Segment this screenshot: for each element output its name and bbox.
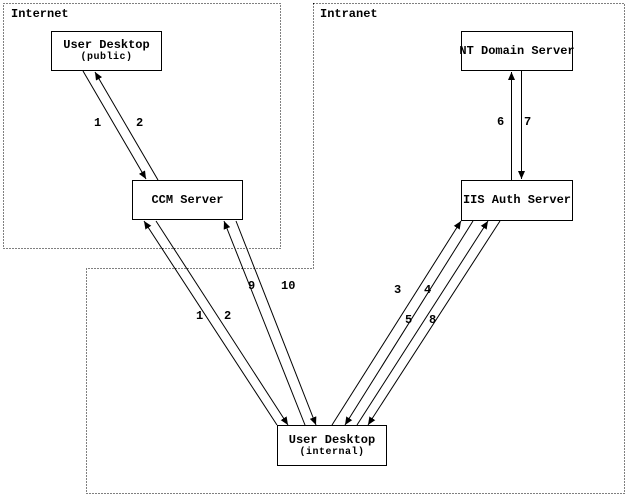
- flow-arrow-4-iis-auth-server-to-user-desktop-internal: [344, 220, 474, 426]
- internet-region-outline: [3, 3, 281, 249]
- flow-arrow-10-ccm-server-to-user-desktop-internal: [235, 220, 317, 426]
- flow-arrow-3-user-desktop-internal-to-iis-auth-server: [331, 220, 462, 426]
- flow-number-label-6: 6: [497, 115, 505, 129]
- flow-number-label-10: 10: [281, 279, 296, 293]
- flow-arrow-8-iis-auth-server-to-user-desktop-internal: [367, 220, 501, 426]
- node-subtitle: (internal): [299, 446, 365, 458]
- node-subtitle: (public): [80, 52, 133, 63]
- flow-arrow-5-user-desktop-internal-to-iis-auth-server: [356, 220, 489, 426]
- node-title: CCM Server: [151, 192, 224, 207]
- flow-arrow-1-user-desktop-public-to-ccm-server: [82, 70, 147, 180]
- internet-region-label: Internet: [11, 7, 69, 21]
- node-user-desktop-public: User Desktop (public): [51, 31, 162, 71]
- flow-number-label-1: 1: [94, 116, 102, 130]
- node-title: User Desktop: [63, 38, 150, 52]
- node-title: User Desktop: [288, 432, 376, 447]
- flow-number-label-8: 8: [429, 313, 437, 327]
- flow-arrow-9-user-desktop-internal-to-ccm-server: [223, 220, 306, 426]
- node-iis-auth-server: IIS Auth Server: [461, 180, 573, 221]
- node-title: IIS Auth Server: [462, 193, 572, 207]
- flow-number-label-3: 3: [394, 283, 402, 297]
- node-title: NT Domain Server: [459, 43, 575, 58]
- node-user-desktop-internal: User Desktop (internal): [277, 425, 387, 466]
- flow-number-label-2: 2: [136, 116, 144, 130]
- flow-number-label-2: 2: [224, 309, 232, 323]
- node-ccm-server: CCM Server: [132, 180, 243, 220]
- flow-number-label-7: 7: [524, 115, 532, 129]
- flow-arrow-2-ccm-server-to-user-desktop-public: [94, 71, 159, 181]
- flow-number-label-4: 4: [424, 283, 432, 297]
- intranet-region-outline: [86, 3, 625, 494]
- intranet-region-label: Intranet: [320, 7, 378, 21]
- flow-number-label-9: 9: [248, 279, 256, 293]
- flow-arrow-2-ccm-server-to-user-desktop-internal: [155, 220, 289, 426]
- node-nt-domain-server: NT Domain Server: [459, 31, 575, 71]
- flow-number-label-1: 1: [196, 309, 204, 323]
- flow-arrow-1-user-desktop-internal-to-ccm-server: [143, 220, 278, 426]
- flow-number-label-5: 5: [405, 313, 413, 327]
